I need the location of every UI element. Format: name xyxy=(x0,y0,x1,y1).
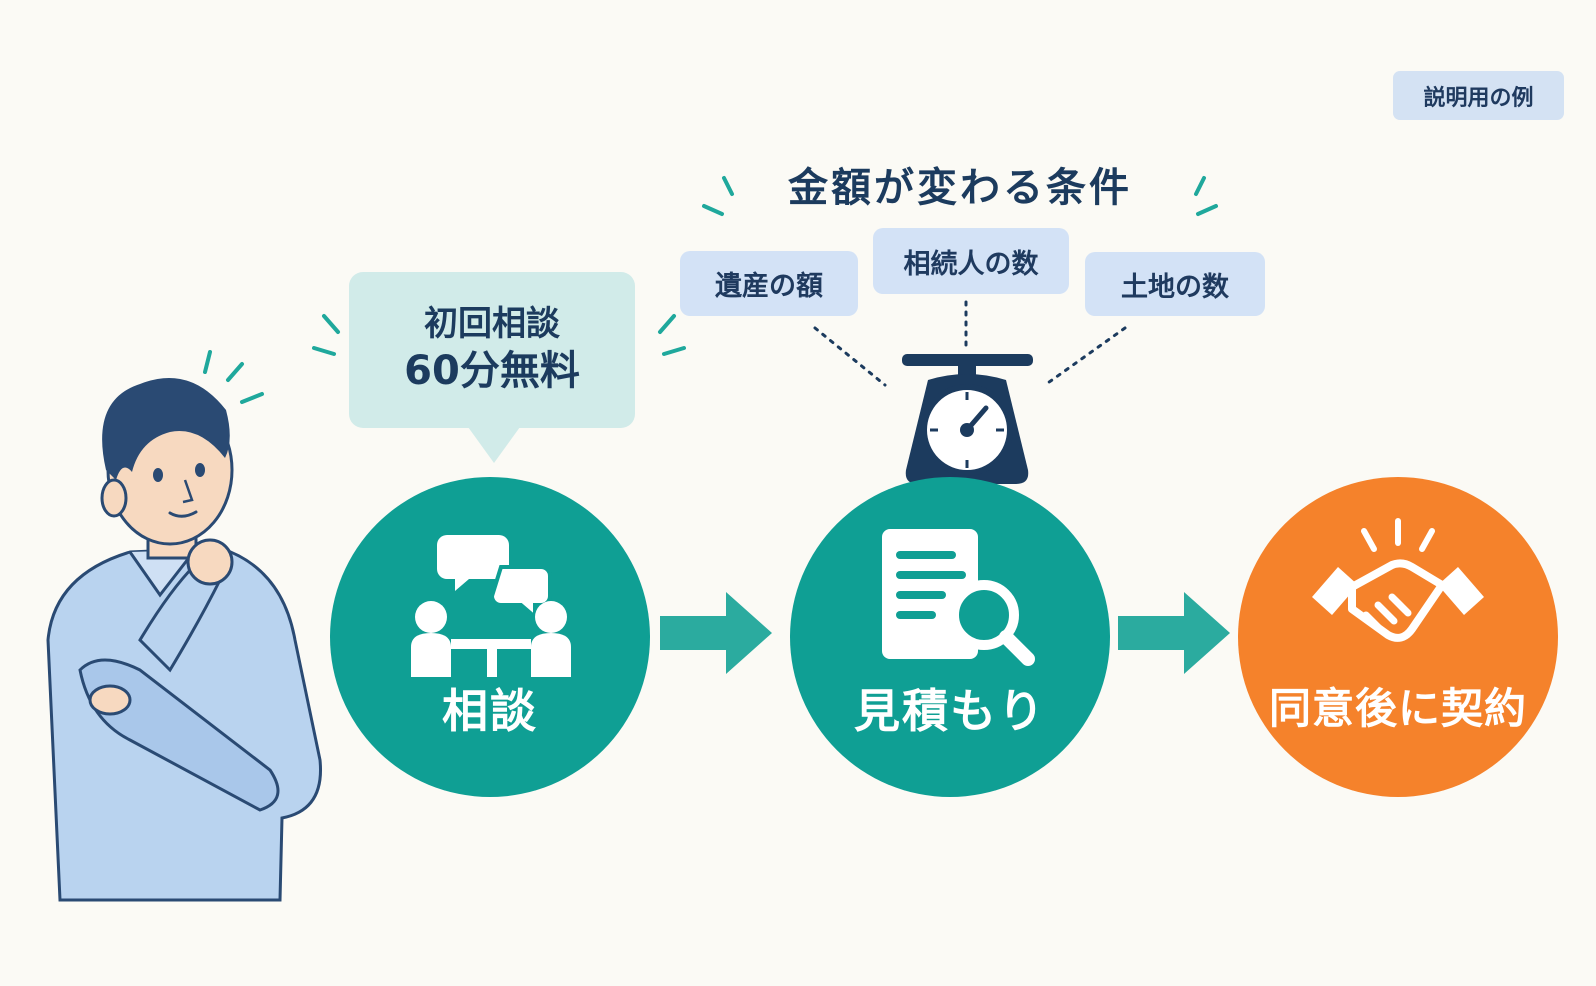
emphasis-lines-icon xyxy=(1194,176,1218,216)
step-contract-label: 同意後に契約 xyxy=(1268,684,1527,733)
bubble-line-2: 60分無料 xyxy=(404,348,580,395)
arrow-right-icon xyxy=(660,592,772,674)
emphasis-lines-icon xyxy=(312,314,340,356)
arrow-right-icon xyxy=(1118,592,1230,674)
condition-estate-amount: 遺産の額 xyxy=(680,251,858,316)
bubble-line-1: 初回相談 xyxy=(424,303,560,344)
document-search-icon xyxy=(882,529,1035,666)
scale-icon xyxy=(902,354,1033,484)
example-badge: 説明用の例 xyxy=(1393,71,1564,120)
step-consultation-label: 相談 xyxy=(442,684,538,738)
person-thinking-icon xyxy=(46,350,323,902)
step-contract: 同意後に契約 xyxy=(1238,477,1558,797)
condition-heir-count: 相続人の数 xyxy=(873,228,1069,294)
meeting-icon xyxy=(411,535,571,677)
bubble-tail xyxy=(468,427,520,463)
step-estimate: 見積もり xyxy=(790,477,1110,797)
emphasis-lines-icon xyxy=(658,314,686,356)
step-consultation: 相談 xyxy=(330,477,650,797)
conditions-title: 金額が変わる条件 xyxy=(788,165,1132,211)
emphasis-lines-icon xyxy=(702,176,734,216)
condition-land-count: 土地の数 xyxy=(1085,252,1265,316)
free-consultation-bubble: 初回相談 60分無料 xyxy=(349,272,635,428)
step-estimate-label: 見積もり xyxy=(854,684,1046,738)
handshake-icon xyxy=(1312,518,1484,642)
